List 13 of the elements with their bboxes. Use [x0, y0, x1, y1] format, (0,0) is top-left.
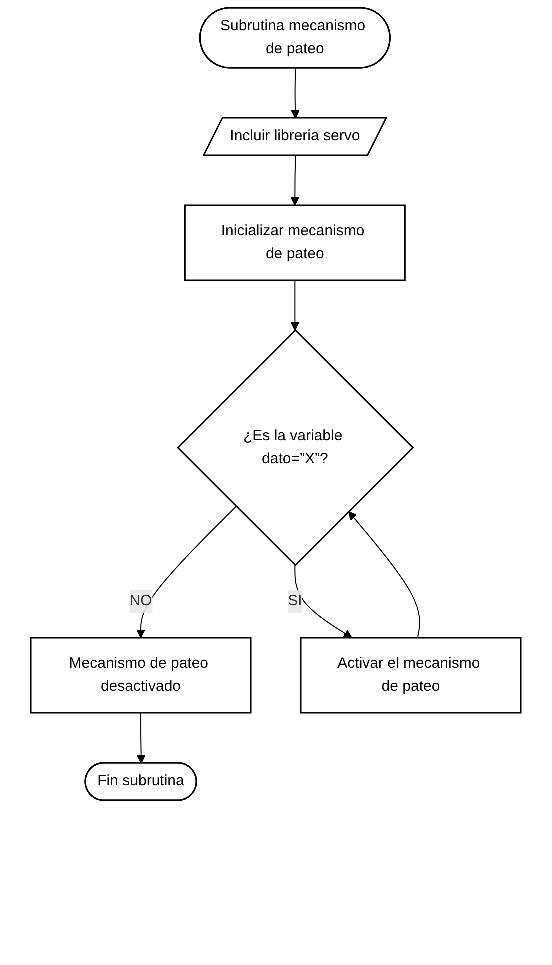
node-box: Activar el mecanismo de pateo: [300, 637, 522, 714]
arrow: [291, 68, 300, 119]
arrow: [290, 156, 300, 206]
arrow: [294, 565, 352, 638]
arrow: [136, 712, 146, 764]
node-box: Inicializar mecanismo de pateo: [184, 204, 406, 282]
arrow: [348, 511, 420, 638]
edge-label: SI: [288, 592, 302, 610]
node-diamond: ¿Es la variable dato=”X”?: [177, 329, 414, 567]
arrow: [136, 506, 237, 638]
node-box: Mecanismo de pateo desactivado: [30, 637, 252, 714]
arrow: [290, 280, 300, 331]
edge-label: NO: [130, 592, 152, 610]
